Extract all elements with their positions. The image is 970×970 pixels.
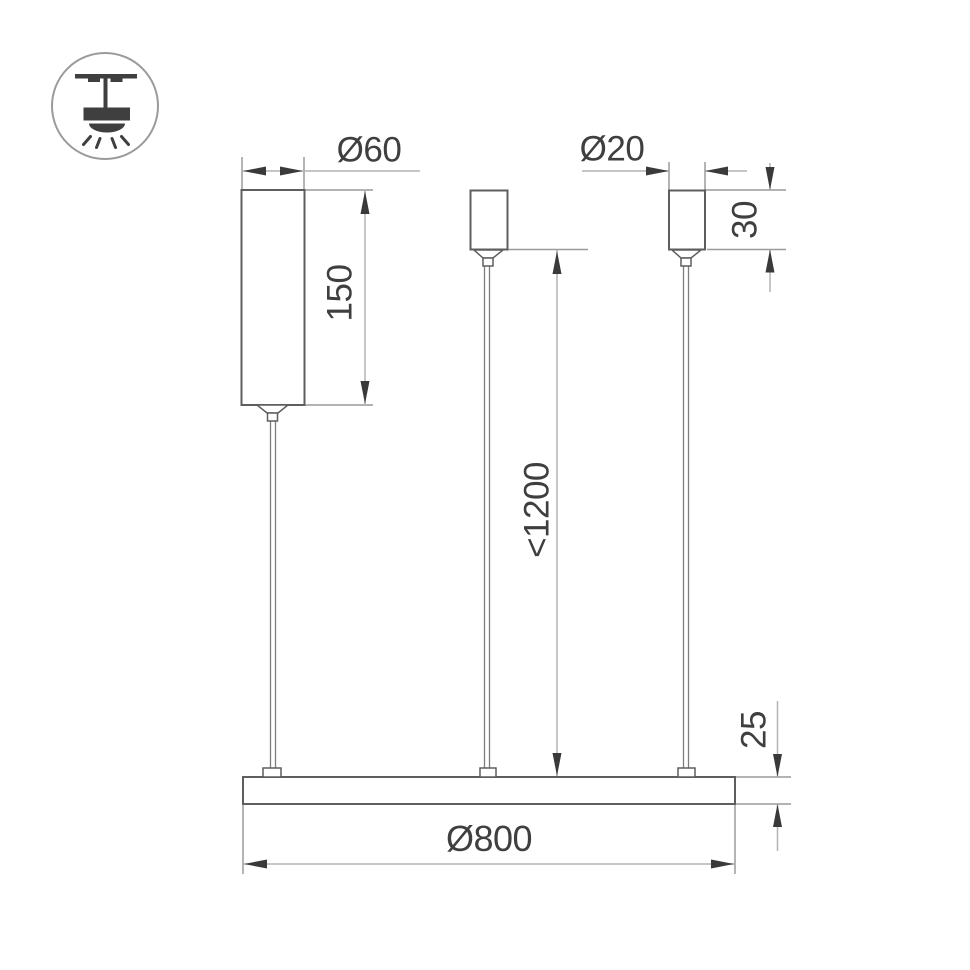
label-ring-diameter: Ø800 <box>445 818 533 859</box>
arrow-ring-dia-right <box>711 859 734 869</box>
label-ring-height: 25 <box>734 711 774 749</box>
icon-light-rays <box>82 135 130 149</box>
icon-circle <box>51 52 159 160</box>
ring-connector-middle <box>479 767 497 778</box>
ring-connector-right <box>677 767 696 778</box>
label-grip-height: 30 <box>725 201 765 239</box>
label-canopy-height: 150 <box>320 264 360 322</box>
ring-connector-left <box>262 767 282 778</box>
arrow-grip-h-top <box>765 167 775 190</box>
suspension-wires <box>269 266 690 768</box>
icon-plate-tab-left <box>88 78 100 82</box>
wire-cone-right <box>670 249 704 259</box>
label-canopy-diameter: Ø60 <box>336 130 402 170</box>
arrowheads <box>243 166 782 869</box>
ceiling-grip-middle <box>469 189 509 251</box>
wire-cone-middle <box>472 249 506 259</box>
icon-lamp-shade <box>89 123 125 133</box>
wire-cone-left <box>254 404 291 414</box>
ceiling-grip-right <box>668 189 706 251</box>
arrow-canopy-h-bottom <box>360 381 370 404</box>
label-grip-diameter: Ø20 <box>579 129 645 169</box>
wire-right <box>682 266 690 768</box>
object-outlines <box>240 189 736 805</box>
wire-bead-right <box>680 257 692 267</box>
dimension-lines <box>242 163 779 865</box>
icon-ceiling-plate <box>75 74 137 79</box>
arrow-canopy-dia-right <box>280 166 303 176</box>
arrow-susp-top <box>552 251 562 274</box>
icon-lamp-body <box>83 107 130 121</box>
arrow-canopy-h-top <box>360 191 370 214</box>
arrow-canopy-dia-left <box>243 166 266 176</box>
icon-plate-tab-right <box>110 78 123 82</box>
arrow-grip-h-bottom <box>765 249 775 273</box>
icon-rod <box>103 78 108 109</box>
canopy-box <box>240 189 306 406</box>
wire-middle <box>483 266 491 768</box>
arrow-grip-dia-right <box>705 166 728 176</box>
wire-bead-middle <box>482 257 494 267</box>
label-suspension-length: <1200 <box>517 462 557 558</box>
arrow-ring-h-bottom <box>773 804 782 827</box>
wire-left <box>269 421 277 768</box>
arrow-susp-bottom <box>552 753 562 776</box>
arrow-ring-dia-left <box>244 859 267 869</box>
lamp-ring-profile <box>242 776 736 805</box>
arrow-ring-h-top <box>773 754 782 777</box>
extension-lines <box>241 157 791 874</box>
wire-bead-left <box>266 412 279 422</box>
pendant-ceiling-lamp-icon <box>51 52 159 160</box>
arrow-grip-dia-left <box>646 166 669 176</box>
